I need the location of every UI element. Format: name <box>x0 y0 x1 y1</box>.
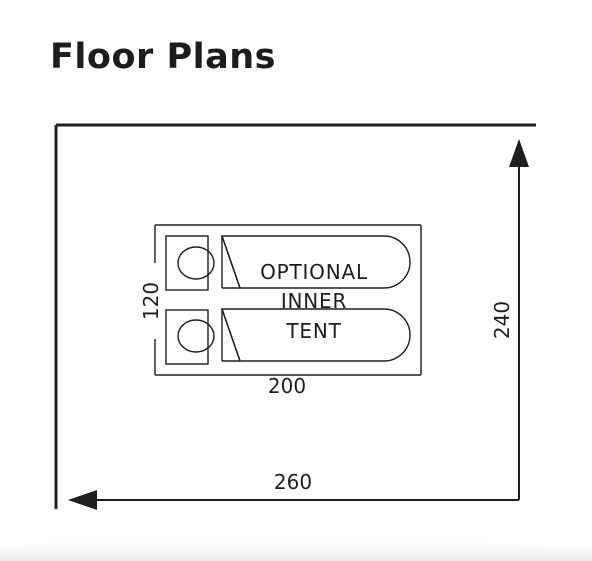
outer-depth-label: 240 <box>490 301 514 339</box>
arrow-up-icon <box>509 139 529 167</box>
depth-dimension-arrow <box>509 139 529 500</box>
sleeping-mat-top <box>221 235 411 289</box>
inner-tent <box>154 224 422 376</box>
inner-tent-label-line-1: OPTIONAL <box>260 260 368 284</box>
pillow-top <box>165 235 209 291</box>
awning-outline <box>54 123 536 509</box>
inner-depth-label: 120 <box>139 282 163 320</box>
floor-shadow <box>0 535 592 561</box>
arrow-left-icon <box>68 490 97 510</box>
inner-tent-label-line-2: INNER <box>281 289 347 313</box>
outer-width-label: 260 <box>274 470 312 494</box>
pillow-bottom <box>165 309 209 365</box>
inner-width-label: 200 <box>268 374 306 398</box>
inner-tent-label-line-3: TENT <box>285 319 341 343</box>
page-title: Floor Plans <box>50 37 276 77</box>
width-dimension-arrow <box>68 490 519 510</box>
sleeping-mat-bottom <box>221 308 411 362</box>
